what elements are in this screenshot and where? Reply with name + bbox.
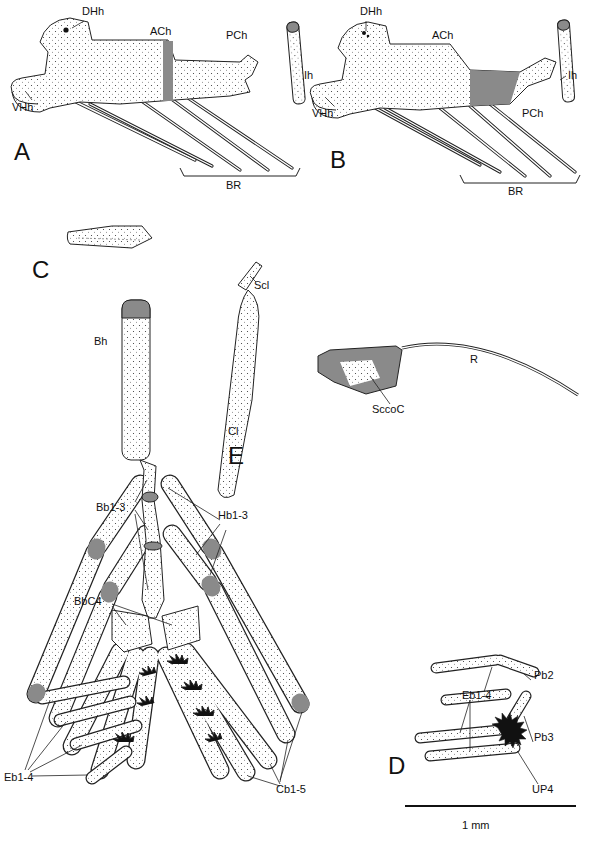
part-label: Ih <box>304 70 313 81</box>
panel-letter: E <box>228 444 244 468</box>
part-label: VHh <box>312 108 333 119</box>
part-label: VHh <box>12 102 33 113</box>
part-label: Bb1-3 <box>96 502 125 513</box>
part-label: DHh <box>360 6 382 17</box>
part-label: BR <box>226 180 241 191</box>
part-label: Scl <box>254 280 269 291</box>
panel-letter: B <box>330 148 346 172</box>
part-label: Cl <box>228 426 238 437</box>
part-label: Hb1-3 <box>218 510 248 521</box>
part-label: R <box>470 354 478 365</box>
panel-letter: A <box>14 140 30 164</box>
part-label: BR <box>508 186 523 197</box>
part-label: Bh <box>94 336 107 347</box>
part-label: Pb2 <box>534 670 554 681</box>
part-label: Ih <box>568 70 577 81</box>
part-label: Pb3 <box>534 732 554 743</box>
part-label: ACh <box>150 26 171 37</box>
part-label: PCh <box>522 108 543 119</box>
part-label: Eb1-4 <box>462 690 491 701</box>
part-label: ACh <box>432 30 453 41</box>
part-label: UP4 <box>532 784 553 795</box>
part-label: SccoC <box>372 404 404 415</box>
part-label: BbC4 <box>74 596 102 607</box>
part-label: 1 mm <box>462 820 490 831</box>
part-label: Cb1-5 <box>276 784 306 795</box>
part-label: PCh <box>226 30 247 41</box>
part-label: DHh <box>82 6 104 17</box>
panel-letter: C <box>32 258 49 282</box>
panel-letter: D <box>388 754 405 778</box>
part-label: Eb1-4 <box>4 772 33 783</box>
